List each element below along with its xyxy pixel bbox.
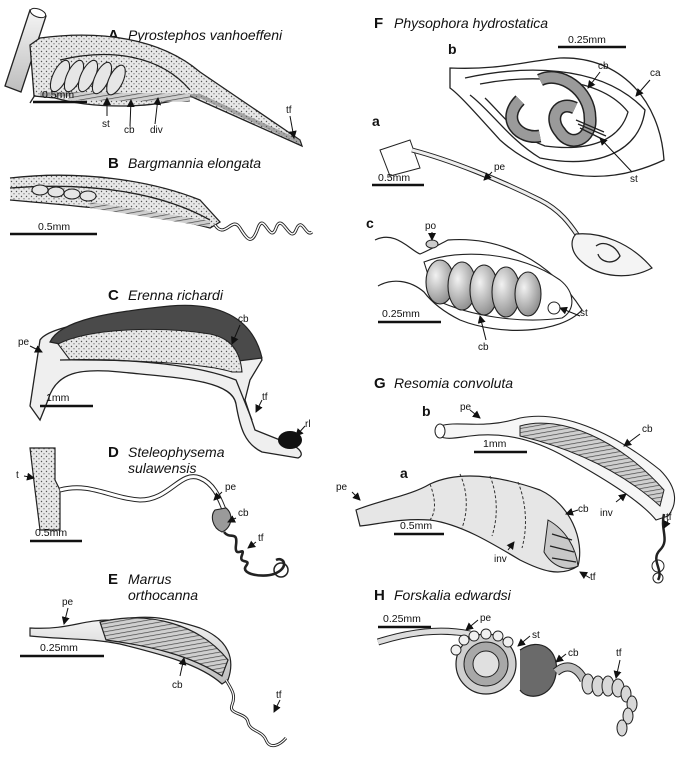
panel-f-title: Physophora hydrostatica (394, 15, 548, 31)
panel-h-label-tf: tf (616, 648, 622, 659)
panel-c-label-rl: rl (305, 419, 311, 430)
panel-g-b-scale-label: 1mm (483, 438, 507, 450)
panel-e-letter: E (108, 571, 118, 588)
panel-g-title: Resomia convoluta (394, 375, 513, 391)
panel-h-label-st: st (532, 630, 540, 641)
panel-c: C Erenna richardi 1mm pe cb tf rl (18, 287, 311, 459)
panel-g-letter: G (374, 375, 386, 392)
panel-a-label-cb: cb (124, 125, 135, 136)
panel-a-scale-label: 0.5mm (42, 89, 74, 101)
panel-f-c-scale-label: 0.25mm (382, 308, 420, 320)
panel-g-label-inv-b: inv (600, 508, 613, 519)
panel-e-scale-label: 0.25mm (40, 642, 78, 654)
panel-h-label-pe: pe (480, 613, 492, 624)
panel-c-label-cb: cb (238, 314, 249, 325)
panel-h-label-cb: cb (568, 648, 579, 659)
panel-a-label-tf: tf (286, 105, 292, 116)
panel-g-sub-b: b (422, 403, 431, 419)
panel-d-letter: D (108, 444, 119, 461)
panel-g-label-pe-b: pe (460, 402, 472, 413)
panel-f-sub-b: b (448, 41, 457, 57)
panel-g-label-cb-b: cb (642, 424, 653, 435)
panel-d-label-tf: tf (258, 533, 264, 544)
panel-a: A Pyrostephos vanhoeffeni 0.5mm st cb di… (4, 7, 304, 148)
panel-a-title: Pyrostephos vanhoeffeni (128, 27, 283, 43)
panel-c-letter: C (108, 287, 119, 304)
panel-e-label-tf: tf (276, 690, 282, 701)
panel-b: B Bargmannia elongata 0.5mm (9, 155, 314, 241)
panel-e-title-2: orthocanna (128, 587, 198, 603)
panel-h-letter: H (374, 587, 385, 604)
panel-b-scale-label: 0.5mm (38, 221, 70, 233)
panel-h-scale-label: 0.25mm (383, 613, 421, 625)
panel-c-scale-label: 1mm (46, 392, 70, 404)
panel-g-label-inv-a: inv (494, 554, 507, 565)
panel-c-title: Erenna richardi (128, 287, 224, 303)
panel-f: F Physophora hydrostatica b 0.25mm cb ca… (366, 15, 665, 353)
panel-b-title: Bargmannia elongata (128, 155, 261, 171)
panel-f-label-st-c: st (580, 308, 588, 319)
panel-d-title-1: Steleophysema (128, 444, 225, 460)
panel-g-label-tf-a: tf (590, 572, 596, 583)
panel-e-label-cb: cb (172, 680, 183, 691)
panel-d-title-2: sulawensis (128, 460, 196, 476)
panel-f-label-cb-b: cb (598, 61, 609, 72)
panel-g: G Resomia convoluta b 1mm pe cb inv tf a (336, 375, 676, 584)
panel-g-sub-a: a (400, 465, 408, 481)
panel-g-label-cb-a: cb (578, 504, 589, 515)
panel-f-sub-a: a (372, 113, 380, 129)
panel-f-sub-c: c (366, 215, 374, 231)
panel-c-label-pe: pe (18, 337, 30, 348)
panel-g-label-pe-a: pe (336, 482, 348, 493)
panel-h: H Forskalia edwardsi 0.25mm pe st cb tf (374, 587, 638, 737)
panel-d-label-t: t (16, 470, 19, 481)
panel-a-letter: A (108, 27, 119, 44)
panel-f-label-st-b: st (630, 174, 638, 185)
panel-f-a-scale-label: 0.5mm (378, 172, 410, 184)
panel-e: E Marrus orthocanna 0.25mm pe cb tf (20, 571, 288, 748)
panel-f-b-scale-label: 0.25mm (568, 34, 606, 46)
panel-h-title: Forskalia edwardsi (394, 587, 512, 603)
panel-d-scale-label: 0.5mm (35, 527, 67, 539)
panel-a-label-st: st (102, 119, 110, 130)
panel-f-label-cb-c: cb (478, 342, 489, 353)
panel-d-label-cb: cb (238, 508, 249, 519)
panel-f-letter: F (374, 15, 383, 32)
panel-e-title-1: Marrus (128, 571, 172, 587)
panel-g-label-tf-b: tf (666, 512, 672, 523)
panel-d: D Steleophysema sulawensis 0.5mm t pe cb… (16, 444, 289, 578)
panel-c-label-tf: tf (262, 392, 268, 403)
panel-f-label-pe: pe (494, 162, 506, 173)
panel-b-letter: B (108, 155, 119, 172)
panel-f-label-ca: ca (650, 68, 661, 79)
panel-g-a-scale-label: 0.5mm (400, 520, 432, 532)
panel-e-label-pe: pe (62, 597, 74, 608)
panel-a-label-div: div (150, 125, 163, 136)
panel-d-label-pe: pe (225, 482, 237, 493)
panel-f-label-po: po (425, 221, 437, 232)
